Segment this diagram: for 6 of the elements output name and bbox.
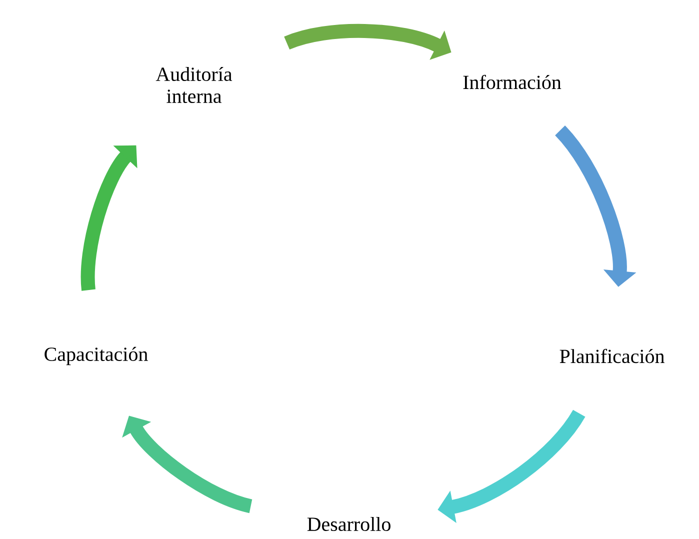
stage-label: Información <box>463 74 562 90</box>
stage-label: Capacitación <box>44 346 148 366</box>
stage-label: Planificación <box>560 348 664 364</box>
stage-label: Auditoría interna <box>156 66 232 104</box>
stage-label: Desarrollo <box>307 516 390 532</box>
curved-arrow <box>80 145 138 291</box>
